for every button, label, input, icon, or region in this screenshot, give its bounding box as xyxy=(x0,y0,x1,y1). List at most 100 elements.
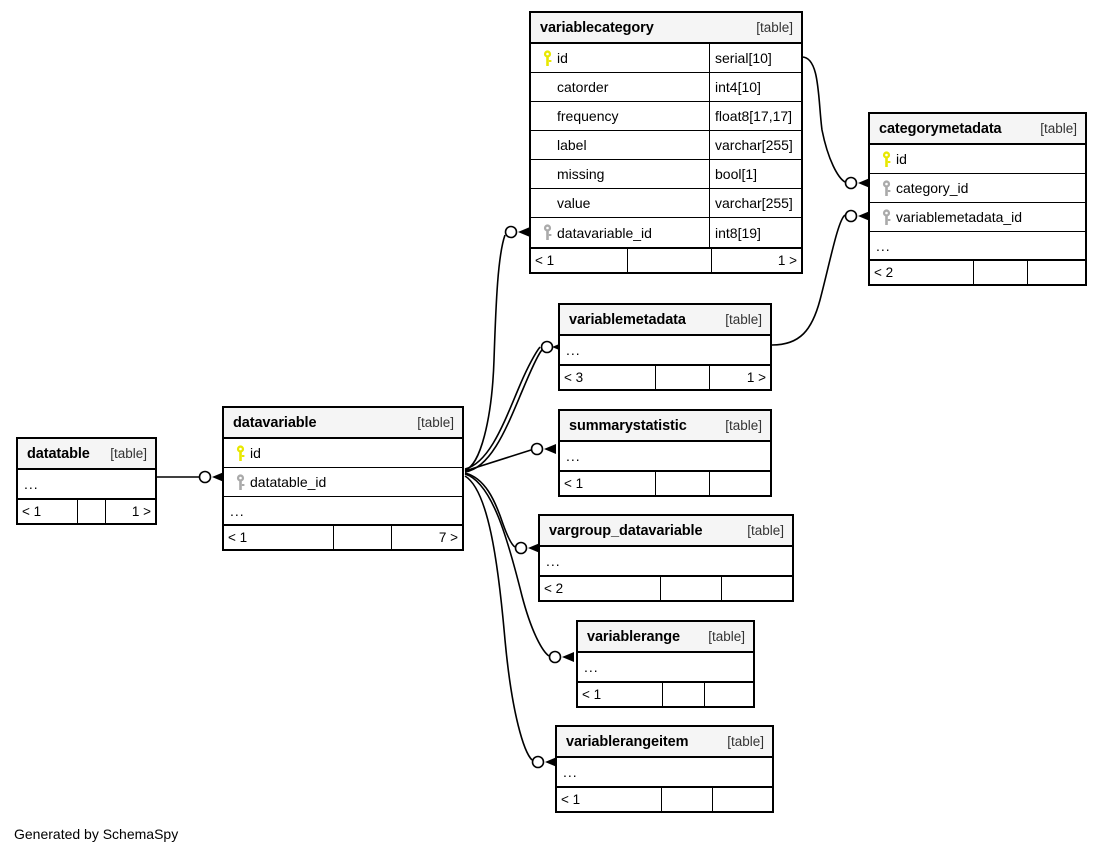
footer-parents-count: < 1 xyxy=(578,683,663,706)
table-variablerange[interactable]: variablerange [table] ... < 1 xyxy=(576,620,755,708)
table-variablemetadata[interactable]: variablemetadata [table] ... < 3 1 > xyxy=(558,303,772,391)
table-footer: < 1 7 > xyxy=(224,524,462,549)
column-label: frequency xyxy=(557,108,619,124)
column-label: id xyxy=(896,151,907,167)
table-type-tag: [table] xyxy=(747,523,784,538)
table-columns: ... xyxy=(560,336,770,364)
table-title: summarystatistic xyxy=(569,417,687,434)
table-variablecategory[interactable]: variablecategory [table] id serial[10] c… xyxy=(529,11,803,274)
more-columns-indicator: ... xyxy=(24,476,39,492)
footer-children-count xyxy=(1028,261,1085,284)
column-name-cell: label xyxy=(531,131,709,159)
footer-parents-count: < 3 xyxy=(560,366,656,389)
column-row[interactable]: frequency float8[17,17] xyxy=(531,102,801,131)
table-header: variablerange [table] xyxy=(578,622,753,653)
table-type-tag: [table] xyxy=(727,734,764,749)
column-row[interactable]: datatable_id xyxy=(224,468,462,497)
table-header: variablemetadata [table] xyxy=(560,305,770,336)
table-variablerangeitem[interactable]: variablerangeitem [table] ... < 1 xyxy=(555,725,774,813)
footer-parents-count: < 1 xyxy=(560,472,656,495)
edge-datavariable-variablerange xyxy=(464,473,550,657)
column-name-cell: catorder xyxy=(531,73,709,101)
column-type-cell: varchar[255] xyxy=(709,131,801,159)
generator-credit: Generated by SchemaSpy xyxy=(14,826,179,842)
column-type-cell: float8[17,17] xyxy=(709,102,801,130)
foreign-key-icon xyxy=(876,174,896,202)
column-label: datatable_id xyxy=(250,474,327,490)
foreign-key-icon xyxy=(876,203,896,231)
footer-children-count: 1 > xyxy=(131,504,151,519)
footer-children-count xyxy=(722,577,792,600)
edge-datavariable-summarystatistic xyxy=(464,449,532,472)
column-label: variablemetadata_id xyxy=(896,209,1023,225)
column-row[interactable]: variablemetadata_id xyxy=(870,203,1085,232)
column-row[interactable]: id xyxy=(224,439,462,468)
foreign-key-icon xyxy=(537,218,557,247)
table-datatable[interactable]: datatable [table] ... < 1 1 > xyxy=(16,437,157,525)
table-header: categorymetadata [table] xyxy=(870,114,1085,145)
edge-datavariable-variablerangeitem xyxy=(464,475,533,761)
table-title: variablemetadata xyxy=(569,311,686,328)
table-header: variablecategory [table] xyxy=(531,13,801,44)
more-columns-indicator: ... xyxy=(566,342,581,358)
table-footer: < 1 xyxy=(578,681,753,706)
table-vargroup-datavariable[interactable]: vargroup_datavariable [table] ... < 2 xyxy=(538,514,794,602)
table-footer: < 2 xyxy=(870,259,1085,284)
more-columns-indicator: ... xyxy=(563,764,578,780)
table-datavariable[interactable]: datavariable [table] id datatable_id xyxy=(222,406,464,551)
column-label: missing xyxy=(557,166,605,182)
no-key-icon xyxy=(537,102,557,130)
column-row[interactable]: catorder int4[10] xyxy=(531,73,801,102)
footer-middle xyxy=(628,249,712,272)
footer-children-count xyxy=(705,683,753,706)
table-title: datavariable xyxy=(233,414,317,431)
table-type-tag: [table] xyxy=(708,629,745,644)
column-row[interactable]: label varchar[255] xyxy=(531,131,801,160)
table-title: variablerangeitem xyxy=(566,733,689,750)
edge-datavariable-variablemetadata-b xyxy=(464,349,543,473)
table-type-tag: [table] xyxy=(417,415,454,430)
table-header: vargroup_datavariable [table] xyxy=(540,516,792,547)
column-row[interactable]: id serial[10] xyxy=(531,44,801,73)
table-header: datatable [table] xyxy=(18,439,155,470)
table-type-tag: [table] xyxy=(1040,121,1077,136)
column-name-cell: id xyxy=(224,439,462,467)
no-key-icon xyxy=(537,160,557,188)
table-categorymetadata[interactable]: categorymetadata [table] id category_id xyxy=(868,112,1087,286)
table-summarystatistic[interactable]: summarystatistic [table] ... < 1 xyxy=(558,409,772,497)
table-footer: < 2 xyxy=(540,575,792,600)
table-columns: ... xyxy=(540,547,792,575)
column-name-cell: frequency xyxy=(531,102,709,130)
footer-middle xyxy=(662,788,713,811)
primary-key-icon xyxy=(537,44,557,72)
table-columns: ... xyxy=(578,653,753,681)
table-type-tag: [table] xyxy=(756,20,793,35)
column-row[interactable]: missing bool[1] xyxy=(531,160,801,189)
footer-middle xyxy=(656,366,710,389)
table-type-tag: [table] xyxy=(725,312,762,327)
table-columns: id serial[10] catorder int4[10] frequenc… xyxy=(531,44,801,247)
primary-key-icon xyxy=(230,439,250,467)
footer-parents-count: < 1 xyxy=(557,788,662,811)
column-row[interactable]: value varchar[255] xyxy=(531,189,801,218)
column-name-cell: id xyxy=(870,145,1085,173)
table-title: vargroup_datavariable xyxy=(549,522,703,539)
footer-parents-count: < 1 xyxy=(531,249,628,272)
table-columns: id category_id variablemetadata_id xyxy=(870,145,1085,259)
column-row[interactable]: datavariable_id int8[19] xyxy=(531,218,801,247)
column-label: id xyxy=(557,50,568,66)
column-row[interactable]: category_id xyxy=(870,174,1085,203)
column-row[interactable]: id xyxy=(870,145,1085,174)
column-type-cell: serial[10] xyxy=(709,44,801,72)
edge-datavariable-variablemetadata-a xyxy=(464,346,541,470)
column-name-cell: id xyxy=(531,44,709,72)
column-type-cell: varchar[255] xyxy=(709,189,801,217)
column-type-cell: int4[10] xyxy=(709,73,801,101)
table-title: variablerange xyxy=(587,628,680,645)
foreign-key-icon xyxy=(230,468,250,496)
footer-middle xyxy=(663,683,705,706)
footer-middle xyxy=(661,577,722,600)
table-type-tag: [table] xyxy=(110,446,147,461)
table-footer: < 3 1 > xyxy=(560,364,770,389)
footer-parents-count: < 1 xyxy=(18,500,78,523)
